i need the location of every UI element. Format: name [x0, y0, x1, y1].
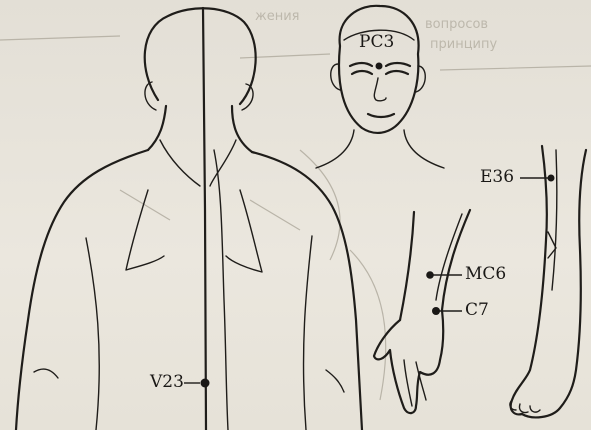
back-right-trapezius	[210, 140, 236, 186]
back-left-elbow	[34, 369, 58, 378]
back-right-scapula	[226, 190, 262, 272]
face-neck-right	[404, 130, 444, 168]
back-right-ear	[242, 84, 253, 110]
back-left-shoulder	[16, 150, 148, 430]
face-nose	[374, 78, 386, 101]
bleed-through-layer: жения вопросов принципу	[0, 9, 591, 400]
point-mc6-label: MC6	[465, 266, 506, 283]
forearm-outer	[400, 212, 414, 320]
face-right-brow	[386, 63, 410, 66]
back-left-trapezius	[160, 140, 200, 186]
face-mouth	[368, 114, 394, 117]
spine-shadow	[214, 150, 228, 430]
hand-figure	[374, 210, 470, 413]
bleed-through-text-2: вопросов	[425, 17, 488, 32]
point-v23-marker	[201, 379, 210, 388]
face-left-eye	[352, 71, 372, 74]
point-pc3-marker	[376, 63, 383, 70]
back-left-torso-side	[86, 238, 99, 430]
point-pc3-label: PC3	[359, 34, 394, 51]
back-neck-right	[232, 106, 252, 152]
back-head-outline	[145, 8, 256, 104]
point-mc6-marker	[426, 271, 434, 279]
back-right-elbow	[326, 370, 344, 392]
hand-fingers	[404, 360, 426, 406]
leg-figure	[510, 146, 586, 417]
point-c7-label: C7	[465, 302, 489, 319]
leg-toes	[510, 400, 540, 413]
face-right-eye	[386, 71, 408, 74]
spine-line	[203, 8, 206, 430]
point-e36-label: E36	[480, 169, 514, 186]
back-left-scapula	[126, 190, 164, 270]
face-neck-left	[316, 130, 354, 168]
back-right-torso-side	[304, 236, 312, 430]
bleed-through-text-3: принципу	[430, 37, 497, 52]
point-v23-label: V23	[150, 374, 184, 391]
bleed-through-text-1: жения	[255, 9, 299, 24]
leg-shin	[552, 150, 557, 290]
back-figure	[16, 8, 362, 430]
leg-back	[522, 150, 586, 417]
point-c7-marker	[432, 307, 440, 315]
point-e36-marker	[548, 175, 555, 182]
leg-front	[511, 146, 547, 414]
back-neck-left	[148, 106, 166, 150]
forearm-tendon	[436, 214, 462, 300]
face-left-brow	[350, 63, 372, 66]
